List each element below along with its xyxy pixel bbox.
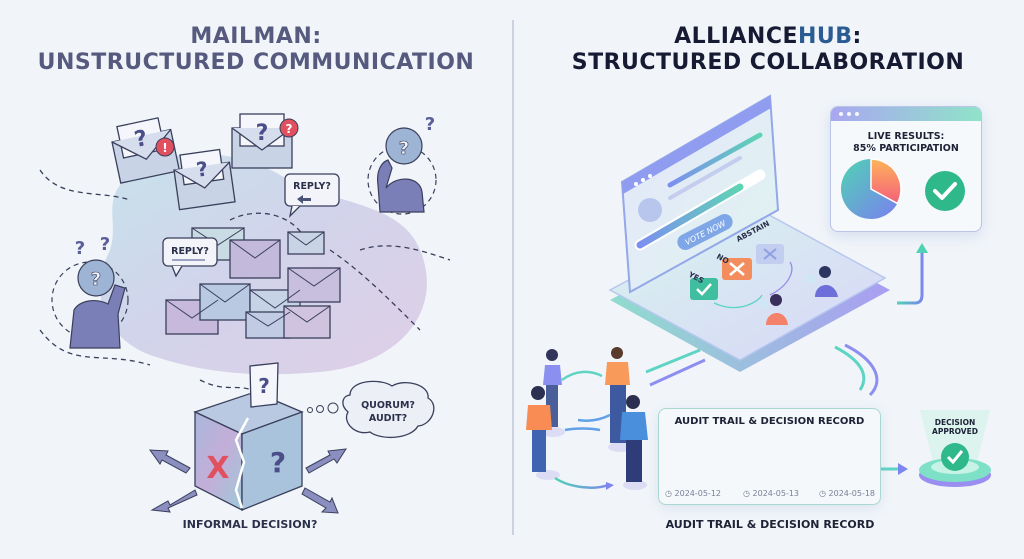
reply-bubble-text: REPLY? [171, 246, 209, 257]
check-badge-icon [925, 171, 965, 211]
window-dot [847, 112, 851, 116]
arrow-to-results [897, 250, 924, 305]
envelope-icon [287, 231, 325, 255]
arrow-to-audit [844, 343, 879, 397]
left-title-line2: UNSTRUCTURED COMMUNICATION [37, 50, 475, 75]
arrow-to-audit [834, 345, 866, 391]
svg-text:?: ? [425, 114, 435, 135]
live-results-card: LIVE RESULTS: 85% PARTICIPATION [830, 106, 982, 232]
decision-approved-badge [919, 410, 991, 487]
informal-decision-caption: INFORMAL DECISION? [183, 518, 318, 531]
window-titlebar [831, 107, 981, 121]
audit-date-2: ◷ 2024-05-13 [743, 489, 800, 498]
left-title-line1: MAILMAN: [190, 24, 322, 49]
audit-trail-heading: AUDIT TRAIL & DECISION RECORD [674, 416, 865, 427]
reply-bubble-text: REPLY? [293, 181, 331, 192]
confused-person-left: ? ? ? [51, 234, 129, 349]
thought-line2: AUDIT? [369, 413, 407, 424]
alert-badge-text: ! [162, 141, 167, 155]
svg-text:?: ? [75, 238, 85, 259]
pie-slice-remaining [870, 158, 902, 205]
person-on-tablet [758, 294, 788, 325]
right-title: ALLIANCEHUB: STRUCTURED COLLABORATION [512, 24, 1024, 76]
svg-text:?: ? [399, 138, 409, 159]
ballot-slip [249, 362, 279, 408]
pie-slice-participation [841, 159, 898, 219]
team-collaboration [526, 347, 706, 490]
scatter-arrows [148, 448, 347, 514]
audit-date-1: ◷ 2024-05-12 [665, 489, 722, 498]
audit-date-3: ◷ 2024-05-18 [819, 489, 876, 498]
ballot-question-mark: ? [270, 446, 286, 479]
svg-text:?: ? [132, 126, 150, 153]
voting-screen[interactable]: VOTE NOW [620, 94, 780, 294]
audit-date-text: 2024-05-12 [674, 489, 722, 498]
arrow-icon [301, 487, 339, 514]
svg-text:?: ? [256, 121, 269, 146]
arrow-head-icon [916, 243, 928, 253]
svg-text:?: ? [195, 156, 210, 181]
audit-date-text: 2024-05-13 [752, 489, 800, 498]
arrow-icon [150, 489, 198, 513]
ballot-slip-question-mark: ? [258, 374, 270, 398]
audit-trail-caption: AUDIT TRAIL & DECISION RECORD [665, 518, 875, 531]
envelope-icon: ? [231, 113, 293, 169]
alert-badge-text: ? [286, 122, 293, 136]
left-illustration: ? ? ? ! ? REP [39, 113, 451, 531]
right-title-line1: ALLIANCEHUB: [512, 24, 1024, 50]
audit-trail-card: AUDIT TRAIL & DECISION RECORD ◷ 2024-05-… [658, 408, 881, 505]
person-on-tablet [806, 266, 838, 297]
envelopes: ? ? ? [111, 113, 341, 339]
arrow-icon [148, 449, 191, 474]
title-prefix: ALLIANCE [674, 24, 798, 49]
live-results-line1: LIVE RESULTS: [867, 131, 945, 142]
check-mark-icon [933, 182, 957, 200]
envelope-icon: ? [173, 148, 236, 211]
decision-approved-label: DECISION APPROVED [920, 418, 990, 436]
title-suffix: : [852, 24, 862, 49]
thought-bubble: QUORUM? AUDIT? [307, 380, 435, 438]
alert-badge-icon [155, 137, 175, 157]
reply-bubble: REPLY? [162, 237, 218, 278]
svg-text:?: ? [100, 234, 110, 255]
live-results-chart [841, 158, 965, 219]
broken-ballot-box: ? X ? [193, 362, 304, 512]
window-dot [839, 112, 843, 116]
left-title: MAILMAN: UNSTRUCTURED COMMUNICATION [0, 24, 512, 76]
audit-date-text: 2024-05-18 [828, 489, 876, 498]
right-title-line2: STRUCTURED COLLABORATION [571, 50, 965, 75]
live-results-title: LIVE RESULTS: 85% PARTICIPATION [831, 131, 981, 155]
alert-badge-icon [279, 118, 299, 138]
window-dot [855, 112, 859, 116]
vote-option-no[interactable]: NO [715, 252, 752, 280]
panel-divider [512, 20, 514, 535]
ballot-x-mark: X [206, 451, 229, 486]
confused-person-right: ? ? [367, 114, 437, 215]
arrow-icon [305, 448, 347, 474]
thought-line1: QUORUM? [361, 400, 415, 411]
decision-line2: APPROVED [932, 427, 978, 436]
svg-text:?: ? [91, 269, 101, 290]
live-results-line2: 85% PARTICIPATION [853, 143, 959, 154]
title-highlight: HUB [798, 24, 853, 49]
decision-line1: DECISION [934, 418, 976, 427]
reply-bubble: REPLY? [284, 173, 340, 218]
